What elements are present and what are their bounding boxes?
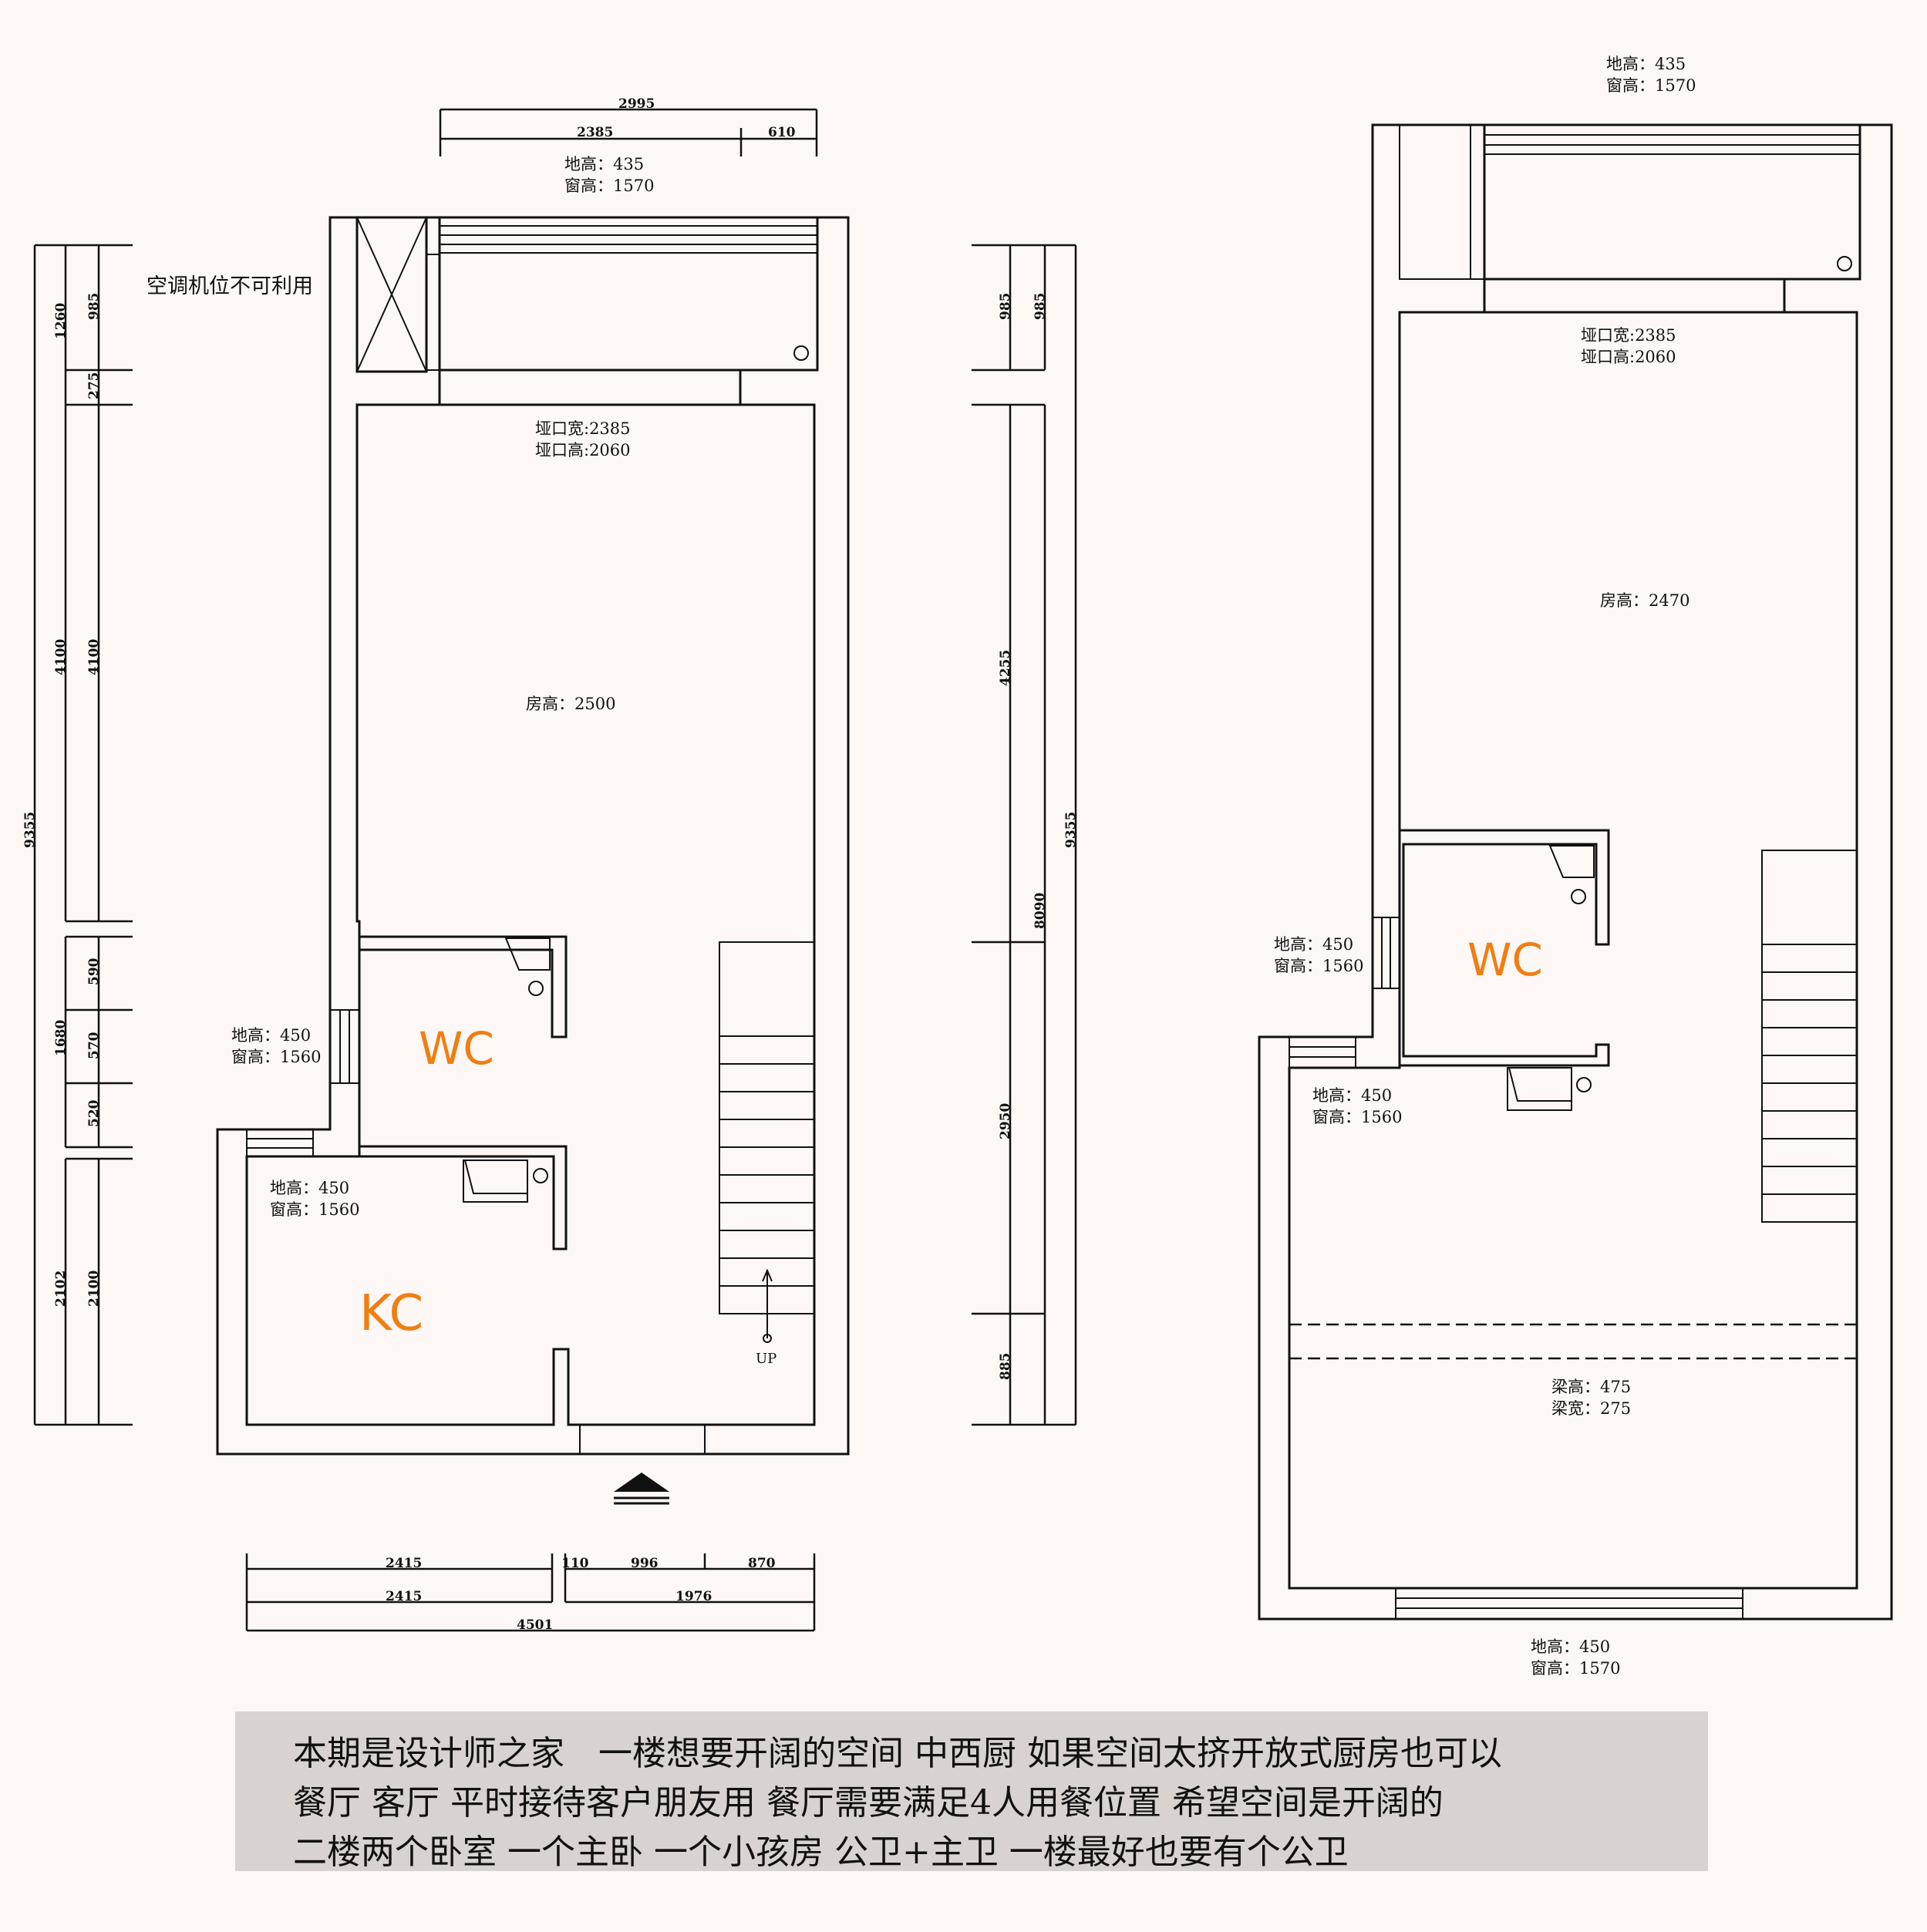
dim-bottom-r1b: 110 (561, 1556, 589, 1571)
dim-left-b: 4100 (53, 639, 69, 675)
left-wc-toilet (504, 937, 551, 971)
right-stairs (1761, 850, 1858, 1223)
note-line-2: 餐厅 客厅 平时接待客户朋友用 餐厅需要满足4人用餐位置 希望空间是开阔的 (293, 1783, 1444, 1823)
dim-bottom-r1c: 996 (631, 1556, 659, 1571)
dim-top-total: 2995 (618, 96, 655, 112)
dim-left-d1: 2100 (86, 1271, 102, 1307)
left-inner-wall (245, 403, 816, 1426)
beam-height: 梁高：475 (1551, 1378, 1631, 1396)
left-window-kc-ground: 地高：450 (270, 1179, 349, 1197)
right-floor-plan: 地高：435 窗高：1570 垭口宽:2385 垭口高:2060 房高：2470… (1258, 55, 1893, 1678)
right-wc-label: WC (1467, 934, 1543, 986)
left-room-height: 房高：2500 (526, 695, 615, 713)
up-label: UP (756, 1351, 777, 1367)
entrance-arrow-icon (614, 1473, 669, 1492)
left-opening-width: 垭口宽:2385 (535, 419, 631, 438)
right-window-left-ground: 地高：450 (1274, 935, 1353, 954)
left-opening-height: 垭口高:2060 (535, 441, 631, 459)
dim-left-b1: 4100 (86, 639, 102, 675)
left-wc-label: WC (419, 1022, 494, 1075)
dim-right-d: 2950 (998, 1103, 1013, 1139)
right-window-left-height: 窗高：1560 (1274, 957, 1363, 975)
left-wc-wall (358, 950, 568, 1250)
dim-bottom-r2b: 1976 (675, 1589, 712, 1604)
left-kc-fixture (463, 1160, 528, 1203)
ac-note: 空调机位不可利用 (147, 274, 313, 298)
dim-right-b: 4255 (998, 650, 1013, 686)
dim-left-c2: 570 (86, 1032, 102, 1059)
left-window-left-ground: 地高：450 (231, 1026, 311, 1045)
requirements-note: 本期是设计师之家 一楼想要开阔的空间 中西厨 如果空间太挤开放式厨房也可以 餐厅… (235, 1712, 1708, 1872)
left-right-dimensions (972, 244, 1077, 1426)
left-window-top-ground: 地高：435 (564, 155, 644, 173)
left-outer-wall (216, 216, 850, 1456)
right-window-mid-ground: 地高：450 (1312, 1086, 1392, 1105)
dim-bottom-r1a: 2415 (386, 1556, 422, 1571)
left-floor-plan: 2995 2385 610 地高：435 窗高：1570 空调机位不可利用 垭口… (22, 96, 1079, 1633)
note-line-1: 本期是设计师之家 一楼想要开阔的空间 中西厨 如果空间太挤开放式厨房也可以 (293, 1734, 1502, 1773)
right-second-fixture (1507, 1067, 1572, 1111)
left-window-kc-height: 窗高：1560 (270, 1200, 359, 1219)
dim-right-c: 8090 (1033, 893, 1048, 929)
left-stairs (719, 941, 815, 1343)
dim-right-total: 9355 (1063, 812, 1079, 848)
dim-bottom-r2a: 2415 (386, 1589, 422, 1604)
dim-left-c3: 520 (86, 1099, 102, 1127)
dim-left-c: 1680 (53, 1020, 69, 1056)
left-side-dimensions (33, 244, 133, 1426)
right-window-bottom-ground: 地高：450 (1531, 1637, 1610, 1656)
right-room-height: 房高：2470 (1600, 591, 1689, 610)
dim-bottom-r1d: 870 (748, 1556, 776, 1571)
dim-left-a: 1260 (53, 303, 69, 339)
dim-top-b: 610 (768, 125, 796, 140)
right-window-bottom-height: 窗高：1570 (1531, 1659, 1620, 1678)
dim-right-e: 885 (998, 1353, 1013, 1381)
right-wc-toilet (1548, 845, 1595, 878)
dim-right-a1: 985 (1033, 293, 1048, 321)
dim-top-a: 2385 (577, 125, 613, 140)
left-kc-label: KC (359, 1285, 423, 1342)
right-window-top-ground: 地高：435 (1606, 55, 1686, 73)
left-top-dimensions (439, 108, 818, 157)
right-opening-height: 垭口高:2060 (1581, 348, 1676, 366)
left-bottom-dimensions (245, 1553, 816, 1632)
left-window-top-height: 窗高：1570 (564, 177, 654, 195)
right-opening-width: 垭口宽:2385 (1581, 326, 1676, 345)
dim-left-total: 9355 (22, 812, 38, 848)
right-inner-wall (1288, 311, 1858, 1590)
right-wc-wall (1400, 829, 1610, 1067)
left-balcony (438, 216, 819, 372)
left-wc-window (329, 1009, 360, 1084)
dim-right-a: 985 (998, 293, 1013, 321)
dim-left-a1: 985 (86, 293, 102, 321)
right-outer-wall (1258, 123, 1893, 1621)
dim-left-a2: 275 (86, 372, 102, 400)
left-window-left-height: 窗高：1560 (231, 1048, 321, 1066)
right-window-mid-height: 窗高：1560 (1312, 1108, 1402, 1126)
note-line-3: 二楼两个卧室 一个主卧 一个小孩房 公卫+主卫 一楼最好也要有个公卫 (293, 1833, 1349, 1872)
dim-left-c1: 590 (86, 958, 102, 985)
dim-left-d: 2102 (53, 1271, 69, 1307)
dim-bottom-total: 4501 (517, 1617, 553, 1633)
right-balcony (1483, 123, 1861, 281)
right-window-top-height: 窗高：1570 (1606, 76, 1696, 95)
beam-width: 梁宽：275 (1551, 1399, 1631, 1418)
